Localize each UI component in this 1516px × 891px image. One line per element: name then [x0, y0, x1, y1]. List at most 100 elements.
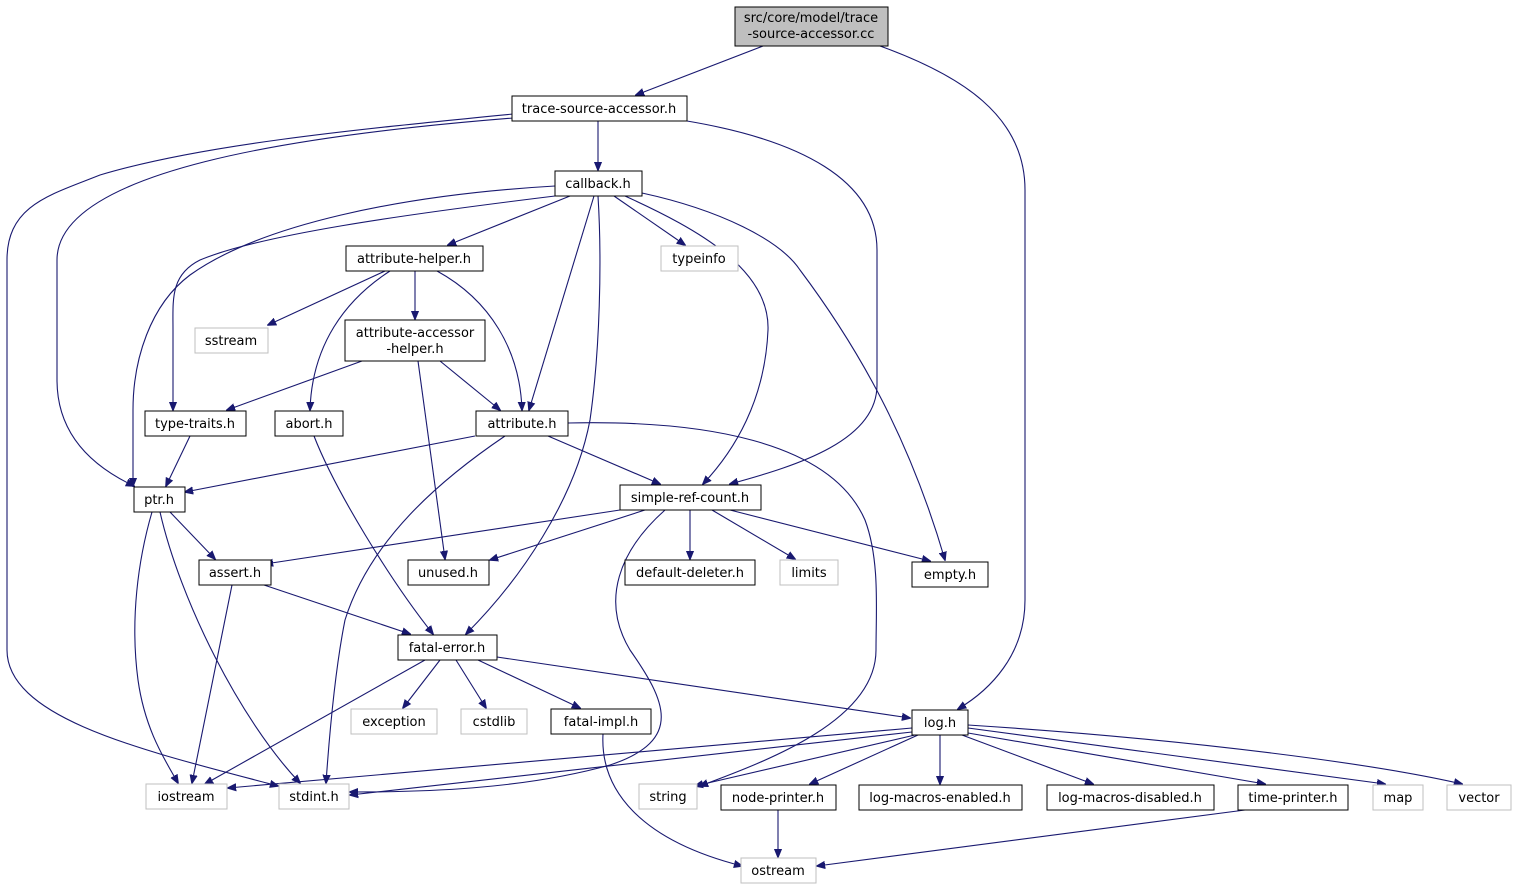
- node-root-file-line-2: -source-accessor.cc: [748, 27, 875, 42]
- edge-callback-empty: [641, 192, 945, 560]
- node-label: simple-ref-count.h: [631, 491, 749, 506]
- edge-attribute-simple-ref-count: [547, 435, 660, 484]
- edge-root-log: [879, 45, 1026, 709]
- edge-callback-simple-ref-count: [624, 195, 769, 484]
- node-attribute-helper-h[interactable]: attribute-helper.h: [345, 245, 484, 272]
- node-ptr-h[interactable]: ptr.h: [133, 486, 186, 513]
- node-unused-h[interactable]: unused.h: [407, 559, 490, 586]
- node-default-deleter-h[interactable]: default-deleter.h: [624, 559, 756, 586]
- node-map[interactable]: map: [1372, 784, 1424, 811]
- edge-log-string: [695, 734, 916, 786]
- node-label: ptr.h: [144, 493, 174, 508]
- edge-attribute-string: [567, 422, 878, 786]
- node-assert-h[interactable]: assert.h: [198, 559, 272, 586]
- node-root-file-line-1: src/core/model/trace: [744, 11, 878, 26]
- node-root-file[interactable]: src/core/model/trace -source-accessor.cc: [734, 6, 889, 47]
- node-label: typeinfo: [672, 252, 725, 267]
- node-label: fatal-error.h: [409, 641, 486, 656]
- edge-fatal-error-log: [496, 656, 910, 718]
- node-string[interactable]: string: [638, 783, 698, 810]
- node-label: log.h: [924, 716, 956, 731]
- edge-callback-ptr: [133, 185, 556, 486]
- node-label: iostream: [157, 790, 214, 805]
- node-node-printer-h[interactable]: node-printer.h: [720, 784, 837, 811]
- node-simple-ref-count-h[interactable]: simple-ref-count.h: [619, 484, 762, 511]
- edge-trace-source-accessor-stdint: [6, 113, 514, 786]
- edge-fatal-error-iostream: [205, 659, 426, 784]
- node-label: callback.h: [565, 177, 631, 192]
- node-empty-h[interactable]: empty.h: [911, 561, 989, 588]
- node-limits[interactable]: limits: [779, 559, 839, 586]
- node-ostream[interactable]: ostream: [740, 857, 817, 884]
- node-log-h[interactable]: log.h: [911, 709, 969, 736]
- edge-trace-source-accessor-simple-ref-count: [686, 120, 878, 484]
- node-label: string: [649, 790, 686, 805]
- edge-log-iostream: [228, 727, 913, 788]
- node-label: attribute.h: [487, 417, 556, 432]
- node-label: node-printer.h: [732, 791, 824, 806]
- node-stdint-h[interactable]: stdint.h: [278, 783, 350, 810]
- node-label: fatal-impl.h: [564, 715, 638, 730]
- node-label-line-1: attribute-accessor: [356, 326, 475, 341]
- node-label: log-macros-enabled.h: [869, 791, 1010, 806]
- node-sstream[interactable]: sstream: [194, 327, 269, 354]
- edge-callback-type-traits: [173, 195, 556, 410]
- edge-log-stdint: [350, 731, 913, 795]
- edge-fatal-error-cstdlib: [455, 659, 486, 708]
- edge-fatal-error-fatal-impl: [477, 659, 580, 708]
- node-label-line-2: -helper.h: [386, 342, 443, 357]
- edge-callback-attribute: [529, 195, 595, 410]
- edge-log-vector: [967, 724, 1462, 784]
- edge-callback-typeinfo: [613, 195, 685, 245]
- node-log-macros-disabled-h[interactable]: log-macros-disabled.h: [1046, 784, 1215, 811]
- node-exception[interactable]: exception: [350, 708, 438, 735]
- edge-simple-ref-count-limits: [711, 509, 795, 559]
- node-label: log-macros-disabled.h: [1058, 791, 1202, 806]
- edge-assert-fatal-error: [263, 584, 410, 634]
- node-label: unused.h: [418, 566, 478, 581]
- node-abort-h[interactable]: abort.h: [274, 410, 344, 437]
- edge-time-printer-ostream: [817, 809, 1246, 866]
- edge-root-trace-source-accessor: [636, 45, 764, 95]
- node-cstdlib[interactable]: cstdlib: [460, 708, 528, 735]
- edge-attribute-helper-attribute: [436, 270, 522, 410]
- node-label: assert.h: [209, 566, 261, 581]
- edge-trace-source-accessor-ptr: [56, 117, 514, 486]
- node-label: vector: [1458, 791, 1500, 806]
- node-label: abort.h: [286, 417, 333, 432]
- node-label: map: [1384, 791, 1413, 806]
- node-iostream[interactable]: iostream: [145, 783, 228, 810]
- edge-attribute-accessor-helper-unused: [417, 360, 445, 559]
- node-label: time-printer.h: [1248, 791, 1337, 806]
- edge-abort-fatal-error: [313, 435, 433, 634]
- edge-simple-ref-count-assert: [265, 509, 621, 564]
- node-vector[interactable]: vector: [1446, 784, 1512, 811]
- dependency-edges: [6, 45, 1462, 866]
- edge-log-node-printer: [810, 734, 919, 784]
- node-typeinfo[interactable]: typeinfo: [660, 245, 739, 272]
- node-attribute-h[interactable]: attribute.h: [475, 410, 569, 437]
- node-label: empty.h: [924, 568, 976, 583]
- edge-simple-ref-count-stdint: [350, 509, 666, 792]
- edge-attribute-accessor-helper-attribute: [439, 360, 500, 410]
- edge-attribute-helper-sstream: [268, 270, 386, 325]
- node-log-macros-enabled-h[interactable]: log-macros-enabled.h: [858, 784, 1023, 811]
- edge-ptr-assert: [169, 511, 215, 559]
- dependency-nodes: src/core/model/trace -source-accessor.cc…: [133, 6, 1512, 884]
- node-trace-source-accessor-h[interactable]: trace-source-accessor.h: [511, 95, 688, 122]
- edge-log-log-macros-disabled: [961, 734, 1093, 784]
- node-callback-h[interactable]: callback.h: [554, 170, 643, 197]
- edge-callback-attribute-helper: [448, 195, 571, 245]
- edge-log-time-printer: [967, 732, 1265, 784]
- edge-simple-ref-count-unused: [490, 509, 646, 560]
- node-type-traits-h[interactable]: type-traits.h: [144, 410, 247, 437]
- node-fatal-error-h[interactable]: fatal-error.h: [397, 634, 498, 661]
- node-fatal-impl-h[interactable]: fatal-impl.h: [550, 708, 652, 735]
- edge-attribute-ptr: [185, 435, 476, 492]
- node-time-printer-h[interactable]: time-printer.h: [1237, 784, 1349, 811]
- node-label: trace-source-accessor.h: [522, 102, 676, 117]
- edge-fatal-error-exception: [403, 659, 441, 708]
- edge-simple-ref-count-empty: [729, 509, 930, 561]
- node-attribute-accessor-helper-h[interactable]: attribute-accessor -helper.h: [344, 319, 486, 362]
